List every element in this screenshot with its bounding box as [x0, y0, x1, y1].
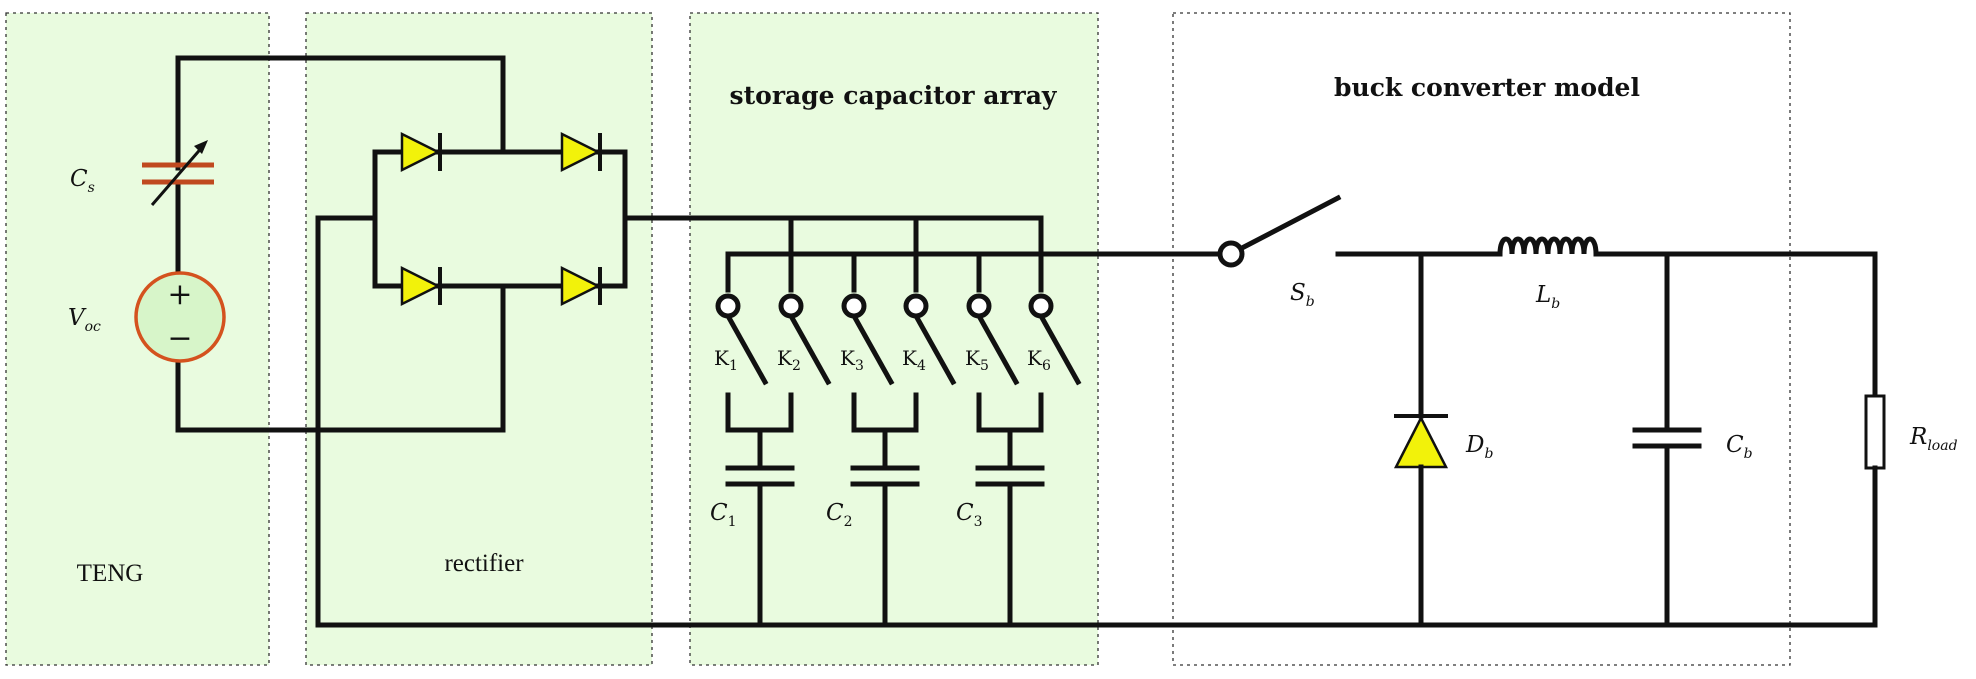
c1-label: C1	[710, 500, 737, 530]
k3-label: K3	[840, 346, 864, 374]
diode-bottom-right	[560, 265, 602, 307]
switch-sb	[1217, 194, 1342, 268]
rectifier-title: rectifier	[444, 550, 524, 577]
teng-panel	[5, 12, 270, 666]
k6-label: K6	[1027, 346, 1051, 374]
switch-k4: K4	[902, 293, 957, 386]
buck-title: buck converter model	[1334, 73, 1640, 102]
load-resistor	[1864, 394, 1886, 470]
k5-label: K5	[965, 346, 989, 374]
inductor-lb	[1497, 236, 1599, 257]
diode-db	[1393, 414, 1449, 469]
plus-sign: +	[167, 277, 192, 312]
buck-panel	[1172, 12, 1791, 666]
lb-label: Lb	[1535, 282, 1560, 312]
capacitor-c2: C2	[826, 392, 920, 628]
teng-title: TENG	[77, 560, 144, 587]
buck-converter: Sb Lb Db Cb Rload	[1217, 194, 1958, 628]
capacitor-c3: C3	[956, 392, 1045, 628]
sb-label: Sb	[1290, 280, 1315, 310]
switch-k6: K6	[1027, 293, 1082, 386]
cs-label: Cs	[70, 166, 95, 196]
c3-label: C3	[956, 500, 983, 530]
c2-label: C2	[826, 500, 853, 530]
voltage-source-voc: + −	[134, 271, 226, 363]
storage-capacitor-array: K1 K2 K3 K4 K5 K6	[710, 215, 1233, 628]
switch-k2: K2	[777, 293, 832, 386]
diode-top-left	[400, 131, 442, 173]
diode-bottom-left	[400, 265, 442, 307]
db-label: Db	[1465, 432, 1493, 462]
rload-label: Rload	[1909, 424, 1958, 454]
switch-k3: K3	[840, 293, 895, 386]
k4-label: K4	[902, 346, 926, 374]
switch-k5: K5	[965, 293, 1020, 386]
voc-label: Voc	[68, 305, 101, 335]
switch-k1: K1	[714, 293, 769, 386]
capacitor-cb	[1632, 251, 1702, 628]
storage-title: storage capacitor array	[730, 81, 1058, 110]
diode-top-right	[560, 131, 602, 173]
rectifier-panel	[305, 12, 653, 666]
capacitor-c1: C1	[710, 392, 795, 628]
variable-capacitor-cs	[142, 140, 214, 206]
teng-circuit: + − Cs Voc	[68, 55, 506, 433]
minus-sign: −	[167, 321, 192, 356]
k1-label: K1	[714, 346, 738, 374]
k2-label: K2	[777, 346, 801, 374]
storage-panel	[689, 12, 1099, 666]
cb-label: Cb	[1726, 432, 1753, 462]
